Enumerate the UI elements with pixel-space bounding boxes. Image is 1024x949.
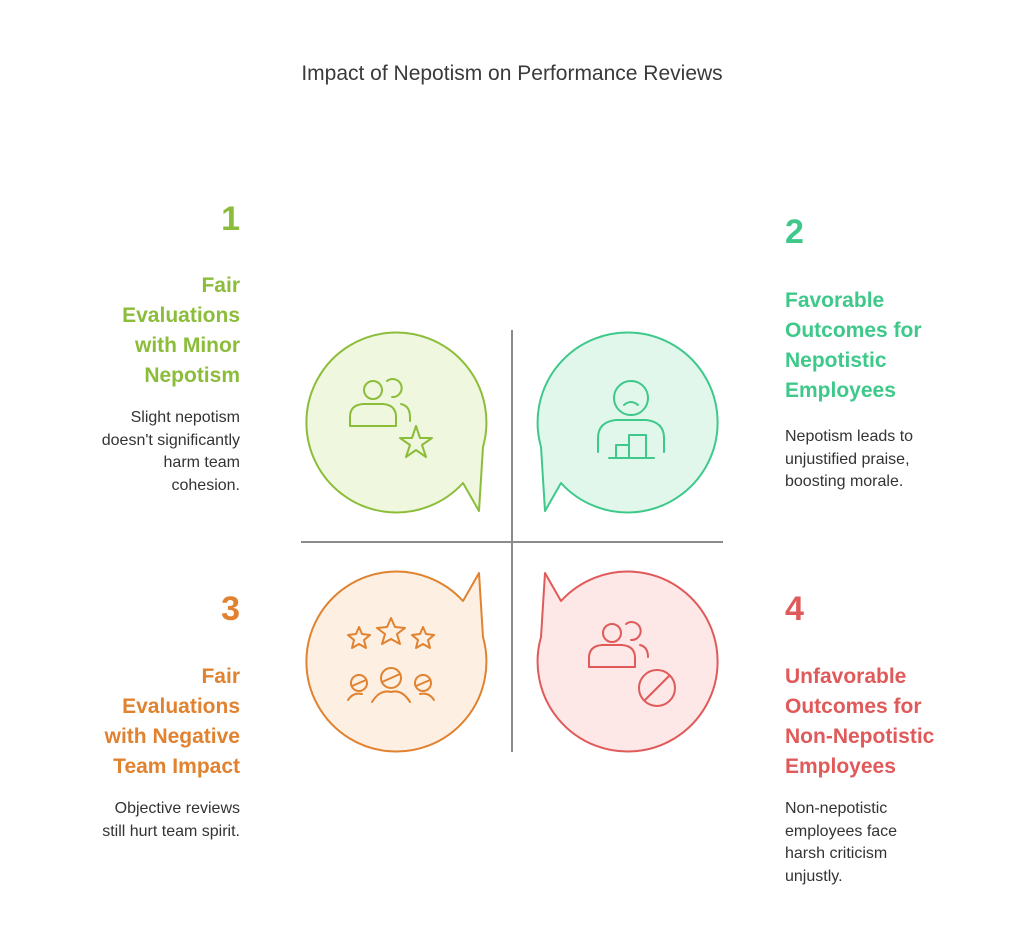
quadrant-2-number: 2 (785, 213, 804, 251)
bubble-3 (305, 570, 488, 753)
stars-team-icon (347, 617, 435, 703)
bubble-2 (536, 331, 719, 514)
quadrant-3-number: 3 (221, 590, 240, 628)
quadrant-4-number: 4 (785, 590, 804, 628)
users-blocked-icon (588, 621, 676, 707)
users-star-icon (349, 378, 433, 458)
diagram-title: Impact of Nepotism on Performance Review… (301, 62, 723, 85)
person-podium-icon (597, 380, 665, 459)
quadrant-1-number: 1 (221, 200, 240, 238)
bubble-4 (536, 570, 719, 753)
